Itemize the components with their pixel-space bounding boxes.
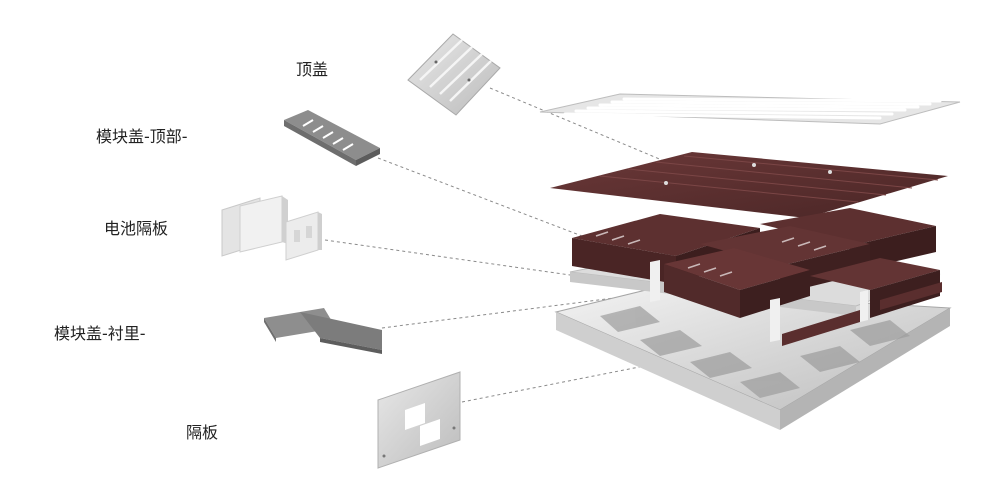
label-cell-divider: 电池隔板 bbox=[104, 219, 169, 238]
main-assembly bbox=[539, 93, 961, 430]
main-modules bbox=[572, 208, 942, 346]
label-partition: 隔板 bbox=[186, 423, 219, 442]
label-module-cover-top: 模块盖-顶部- bbox=[96, 127, 188, 146]
top-cover-part bbox=[407, 33, 501, 116]
module-cover-top-part bbox=[284, 110, 380, 166]
partition-part bbox=[377, 371, 461, 469]
module-cover-lining-part bbox=[264, 308, 382, 354]
leader-line-module-lining bbox=[381, 291, 661, 329]
label-module-cover-lining: 模块盖-衬里- bbox=[54, 324, 146, 343]
leader-line-top-cover bbox=[489, 87, 701, 177]
main-top-cover bbox=[539, 93, 961, 125]
label-top-cover: 顶盖 bbox=[296, 60, 329, 79]
leader-line-partition bbox=[461, 354, 701, 403]
cell-divider-part bbox=[221, 195, 322, 261]
leader-line-cell-divider bbox=[324, 239, 571, 276]
main-brown-cover bbox=[550, 152, 948, 218]
